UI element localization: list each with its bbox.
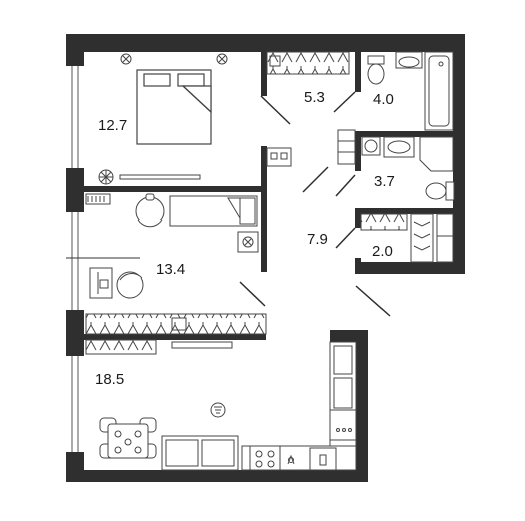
interior-walls (66, 52, 465, 346)
room-area-kitchen-living: 18.5 (95, 372, 124, 387)
bathtub-icon (424, 51, 454, 131)
room-area-wardrobe: 5.3 (304, 90, 325, 105)
area-value: 3.7 (374, 173, 395, 190)
area-value: 4.0 (373, 91, 394, 108)
windows-left (71, 66, 79, 452)
sink-icon-wc (361, 136, 415, 158)
sink-icon (395, 51, 423, 69)
armchair-icon (116, 271, 144, 299)
bedroom-shelf (266, 147, 292, 167)
plant-icon (98, 169, 114, 185)
dining-table-icon (99, 417, 157, 459)
room-area-kids-room: 13.4 (156, 262, 185, 277)
hob-icon (329, 409, 357, 441)
area-value: 2.0 (372, 243, 393, 260)
wardrobe-icon (266, 51, 350, 75)
sofa-icon (161, 435, 239, 471)
area-value: 18.5 (95, 371, 125, 388)
bed-icon (136, 69, 212, 145)
room-area-wc: 3.7 (374, 174, 395, 189)
room-area-storage: 2.0 (372, 244, 393, 259)
kitchen-counter (241, 341, 357, 471)
lamp-icon (210, 402, 226, 418)
bedroom-nightstands (120, 53, 228, 65)
bed-icon-kids (169, 195, 258, 227)
area-value: 13.4 (156, 261, 186, 278)
door-swings (239, 91, 391, 317)
room-area-hallway: 7.9 (307, 232, 328, 247)
storage-shelves (360, 213, 454, 263)
toilet-icon (367, 55, 385, 85)
room-area-bedroom: 12.7 (98, 118, 127, 133)
toilet-icon-wc (425, 181, 455, 201)
stove-icon (249, 445, 281, 471)
area-value: 7.9 (307, 231, 328, 248)
wardrobe-icon-kids (85, 313, 267, 335)
washing-machine-icon (337, 129, 356, 165)
shelf-icon-living (85, 339, 233, 355)
desk-icon (85, 193, 113, 299)
area-value: 5.3 (304, 89, 325, 106)
nightstand-kids (237, 231, 259, 253)
shower-icon (419, 136, 454, 172)
fridge-icon (309, 447, 337, 471)
chair-icon (135, 193, 165, 228)
room-area-bathroom: 4.0 (373, 92, 394, 107)
tv-console (119, 174, 201, 180)
area-value: 12.7 (98, 117, 128, 134)
